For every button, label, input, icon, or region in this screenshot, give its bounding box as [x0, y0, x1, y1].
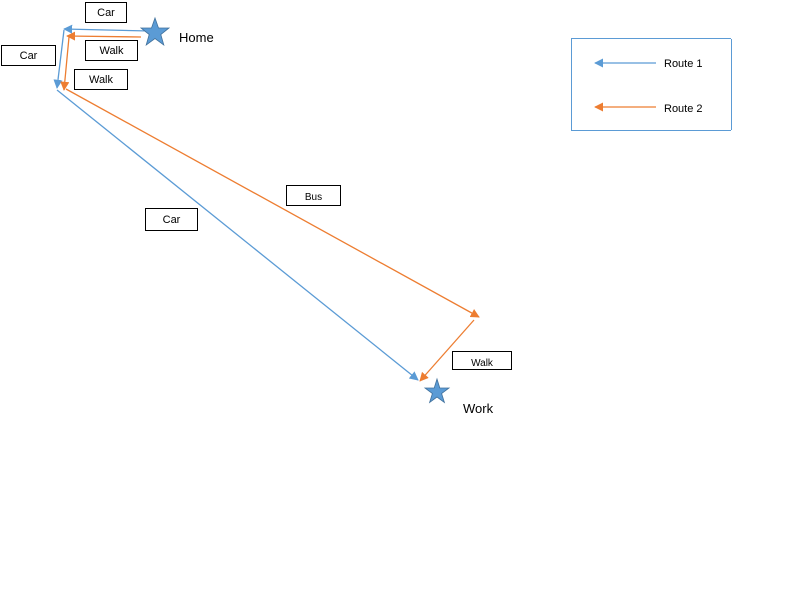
work-label: Work: [463, 401, 494, 416]
route2-bus-segment: [65, 88, 480, 318]
home-star-icon: [139, 16, 171, 47]
home-label: Home: [179, 30, 214, 45]
label-walk-left: Walk: [74, 69, 128, 90]
label-walk-top: Walk: [85, 40, 138, 61]
legend-box: Route 1 Route 2: [571, 38, 732, 131]
route1-car-segment-to-work: [56, 89, 419, 381]
label-car-diagonal: Car: [145, 208, 198, 231]
route2-walk-segment-corner-down: [60, 36, 70, 91]
route1-car-segment-home-to-corner: [63, 24, 151, 34]
legend-route2-label: Route 2: [664, 103, 703, 115]
route2-walk-segment-home-to-corner: [66, 31, 142, 41]
route2-walk-segment-to-work: [419, 319, 475, 382]
work-star-icon: [423, 377, 451, 404]
label-bus: Bus: [286, 185, 341, 206]
label-car-left: Car: [1, 45, 56, 66]
route1-car-segment-corner-down: [53, 29, 65, 89]
label-car-top: Car: [85, 2, 127, 23]
legend-route1-label: Route 1: [664, 58, 703, 70]
label-walk-bottom: Walk: [452, 351, 512, 370]
